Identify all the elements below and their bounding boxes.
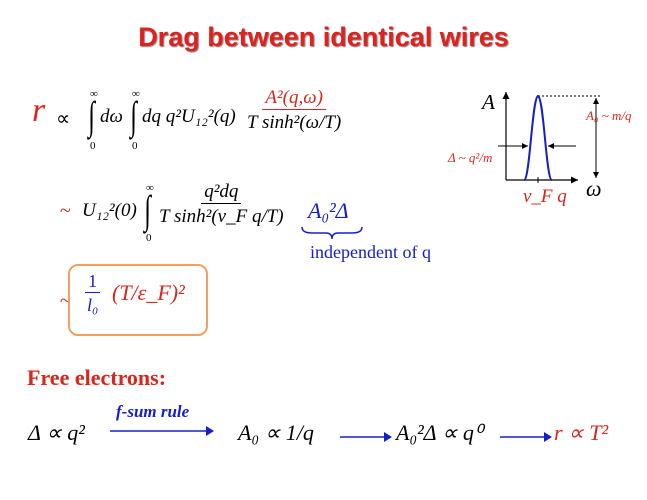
f-sum-rule-label: f-sum rule [116,402,190,421]
eq3-box: 1 l₀ (T/ε_F)² [68,264,208,336]
eq1-int2-sign: ∫ [130,93,137,138]
eq1-frac-den: T sinh²(ω/T) [247,112,342,133]
eq2-tilde: ~ [60,200,71,222]
inset-peak-label: v_F q [523,186,567,207]
eq1-int1-upper: ∞ [90,88,98,100]
eq3-frac-den: l₀ [87,295,99,315]
chain-step-1: Δ ∝ q² [28,420,85,445]
free-electrons-heading: Free electrons: [27,365,167,390]
eq1-body-b: dq q²U₁₂²(q) [142,106,236,127]
eq2-int-sign: ∫ [144,187,151,232]
chain-arrow-2 [340,432,392,442]
chain-arrow-3 [500,432,552,442]
eq1-prop: ∝ [56,108,71,130]
chain-arrow-1 [110,426,214,436]
eq1-body-a: dω [100,106,123,127]
eq1-int2-upper: ∞ [132,88,140,100]
page-title: Drag between identical wires [138,22,509,52]
eq2-note: independent of q [310,242,431,262]
inset-width-label: Δ ~ q²/m [448,150,493,165]
eq2-highlight: A₀²Δ [308,198,349,223]
free-electrons-chain: Δ ∝ q² f-sum rule A₀ ∝ 1/q A₀²Δ ∝ q⁰ r ∝… [28,400,638,460]
equation-2: ~ U₁₂²(0) ∞ ∫ 0 q²dq T sinh²(v_F q/T) A₀… [56,182,476,262]
eq2-frac-den: T sinh²(v_F q/T) [159,206,284,227]
eq3-fraction: 1 l₀ [84,272,101,314]
inset-x-label: ω [586,176,602,201]
eq2-frac-num: q²dq [201,182,242,204]
eq1-int1-lower: 0 [90,140,96,152]
eq2-int-lower: 0 [146,232,152,244]
eq2-fraction: q²dq T sinh²(v_F q/T) [156,182,287,226]
inset-y-label: A [482,90,495,114]
inset-peak-curve [523,94,553,181]
inset-height-label: A₀ ~ m/q [586,108,632,123]
spectral-inset [498,92,600,184]
eq3-tail: (T/ε_F)² [112,280,185,305]
eq2-prefix: U₁₂²(0) [82,200,137,221]
eq3-tilde: ~ [60,290,71,312]
eq2-underbrace [301,226,363,240]
chain-step-2: A₀ ∝ 1/q [238,420,314,445]
eq3-frac-num: 1 [85,272,101,293]
eq2-int-upper: ∞ [146,182,154,194]
chain-step-3: A₀²Δ ∝ q⁰ [396,420,483,445]
eq1-int2-lower: 0 [132,140,138,152]
equation-1: r ∝ ∞ ∫ 0 dω ∞ ∫ 0 dq q²U₁₂²(q) A²(q,ω) … [32,88,432,158]
chain-step-4: r ∝ T² [554,420,609,445]
eq1-frac-num: A²(q,ω) [262,88,326,110]
eq1-int1-sign: ∫ [88,93,95,138]
eq1-lhs: r [32,92,46,129]
eq1-fraction: A²(q,ω) T sinh²(ω/T) [244,88,344,132]
